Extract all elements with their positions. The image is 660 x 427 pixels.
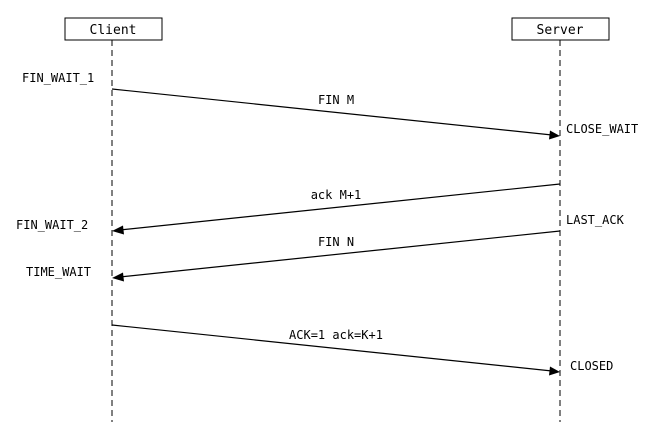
client-state-time-wait: TIME_WAIT xyxy=(26,265,91,279)
message-fin-m-line xyxy=(111,88,553,136)
client-state-fin-wait-2: FIN_WAIT_2 xyxy=(16,218,88,232)
message-final-ack-label: ACK=1 ack=K+1 xyxy=(289,328,383,342)
message-fin-m: FIN M xyxy=(111,88,560,140)
client-participant: Client xyxy=(64,17,163,41)
message-final-ack: ACK=1 ack=K+1 xyxy=(111,324,560,376)
message-fin-n-label: FIN N xyxy=(318,235,354,249)
client-label: Client xyxy=(90,23,137,38)
message-fin-m-label: FIN M xyxy=(318,93,354,107)
message-fin-n: FIN N xyxy=(112,230,561,282)
message-ack-m1: ack M+1 xyxy=(112,183,561,235)
server-label: Server xyxy=(537,23,584,38)
client-box xyxy=(64,17,163,41)
server-state-closed: CLOSED xyxy=(570,359,613,373)
message-ack-m1-arrowhead xyxy=(112,225,124,235)
message-fin-n-line xyxy=(119,230,561,278)
client-state-fin-wait-1: FIN_WAIT_1 xyxy=(22,71,94,85)
message-fin-n-arrowhead xyxy=(112,272,124,282)
server-participant: Server xyxy=(511,17,610,41)
message-final-ack-arrowhead xyxy=(549,366,560,376)
message-ack-m1-label: ack M+1 xyxy=(311,188,362,202)
message-ack-m1-line xyxy=(119,183,561,231)
message-fin-m-arrowhead xyxy=(549,130,560,140)
server-state-close-wait: CLOSE_WAIT xyxy=(566,122,638,136)
message-final-ack-line xyxy=(111,324,553,372)
server-state-last-ack: LAST_ACK xyxy=(566,213,625,227)
